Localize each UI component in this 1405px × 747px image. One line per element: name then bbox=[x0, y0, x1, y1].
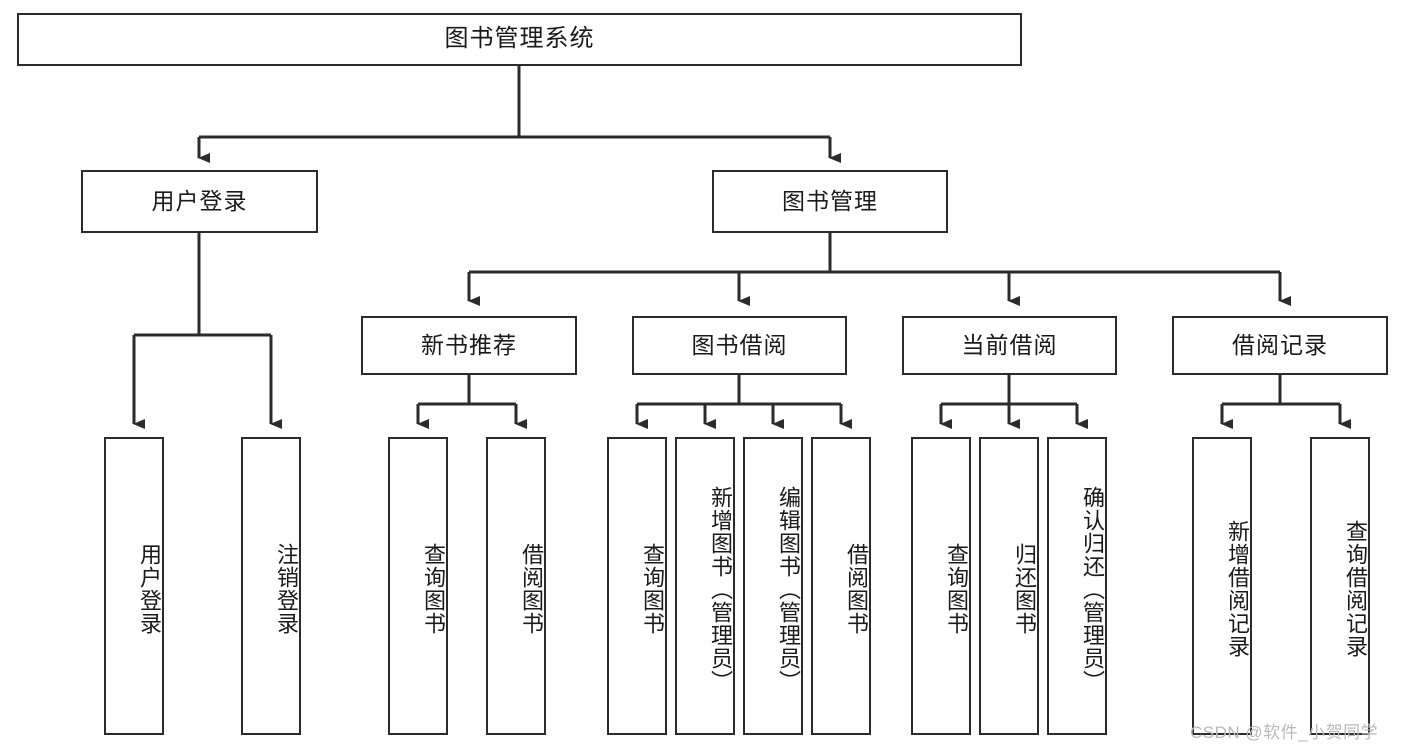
leaf-query-book-current[interactable]: 查询图书 bbox=[911, 437, 971, 735]
leaf-add-borrow-record[interactable]: 新增借阅记录 bbox=[1192, 437, 1252, 735]
node-label: 查询图书 bbox=[640, 543, 665, 635]
csdn-watermark: CSDN @软件_小贺同学 bbox=[1190, 723, 1379, 742]
node-label: 查询图书 bbox=[944, 543, 969, 635]
node-label: 当前借阅 bbox=[961, 331, 1058, 358]
node-label: 用户登录 bbox=[151, 187, 248, 214]
node-label: 编辑图书（管理员） bbox=[776, 485, 801, 693]
node-user-login[interactable]: 用户登录 bbox=[81, 170, 318, 233]
leaf-logout[interactable]: 注销登录 bbox=[241, 437, 301, 735]
node-label: 归还图书 bbox=[1012, 543, 1037, 635]
leaf-confirm-return-admin[interactable]: 确认归还（管理员） bbox=[1047, 437, 1107, 735]
node-label: 图书管理系统 bbox=[444, 25, 595, 53]
node-label: 图书借阅 bbox=[691, 331, 788, 358]
leaf-query-borrow-record[interactable]: 查询借阅记录 bbox=[1310, 437, 1370, 735]
node-label: 借阅记录 bbox=[1232, 331, 1328, 358]
node-label: 借阅图书 bbox=[519, 543, 544, 635]
node-label: 新书推荐 bbox=[421, 331, 517, 358]
node-new-book-recommend[interactable]: 新书推荐 bbox=[361, 316, 577, 375]
leaf-add-book-admin[interactable]: 新增图书（管理员） bbox=[675, 437, 735, 735]
leaf-return-book[interactable]: 归还图书 bbox=[979, 437, 1039, 735]
node-label: 查询图书 bbox=[421, 543, 446, 635]
node-label: 查询借阅记录 bbox=[1343, 520, 1368, 658]
node-current-borrow[interactable]: 当前借阅 bbox=[902, 316, 1117, 375]
node-label: 用户登录 bbox=[137, 543, 162, 635]
node-borrow-record[interactable]: 借阅记录 bbox=[1172, 316, 1388, 375]
node-label: 图书管理 bbox=[782, 187, 878, 214]
leaf-borrow-book[interactable]: 借阅图书 bbox=[811, 437, 871, 735]
leaf-query-book-borrow[interactable]: 查询图书 bbox=[607, 437, 667, 735]
leaf-query-book-recommend[interactable]: 查询图书 bbox=[388, 437, 448, 735]
node-book-management[interactable]: 图书管理 bbox=[712, 170, 948, 233]
node-book-borrow[interactable]: 图书借阅 bbox=[632, 316, 847, 375]
leaf-borrow-book-recommend[interactable]: 借阅图书 bbox=[486, 437, 546, 735]
node-label: 新增图书（管理员） bbox=[708, 485, 733, 693]
node-label: 确认归还（管理员） bbox=[1080, 485, 1105, 693]
node-label: 借阅图书 bbox=[844, 543, 869, 635]
node-label: 新增借阅记录 bbox=[1225, 520, 1250, 658]
leaf-user-login[interactable]: 用户登录 bbox=[104, 437, 164, 735]
leaf-edit-book-admin[interactable]: 编辑图书（管理员） bbox=[743, 437, 803, 735]
node-root-system[interactable]: 图书管理系统 bbox=[17, 13, 1022, 66]
node-label: 注销登录 bbox=[274, 543, 299, 635]
